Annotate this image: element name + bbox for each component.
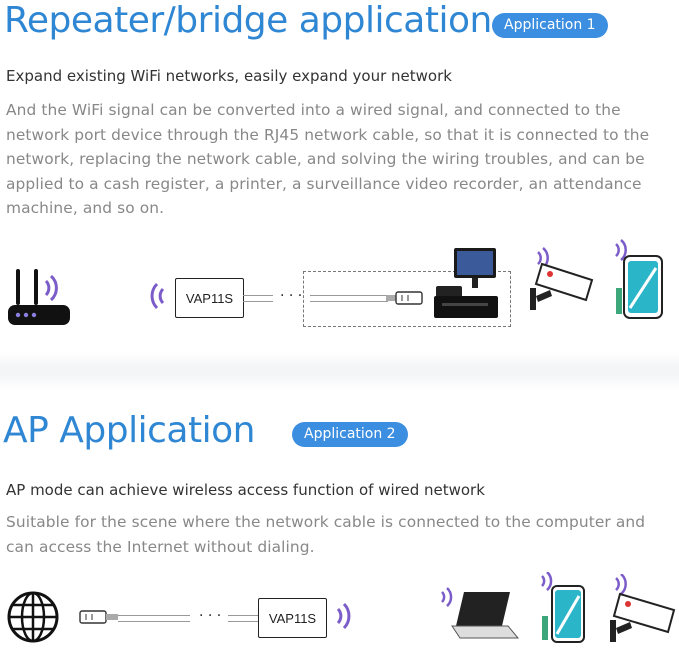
device-label-box: VAP11S xyxy=(175,278,244,318)
section1-subheading: Expand existing WiFi networks, easily ex… xyxy=(6,67,452,85)
section2-title: AP Application xyxy=(3,410,255,451)
device-label: VAP11S xyxy=(185,290,234,306)
cable-ellipsis: · · · xyxy=(280,288,303,304)
smartphone-icon xyxy=(541,572,585,643)
cable-line xyxy=(243,295,273,302)
smartphone-icon xyxy=(615,239,663,319)
wifi-signal-icon xyxy=(336,602,351,630)
cable-line xyxy=(118,615,190,622)
section-divider xyxy=(0,352,679,390)
ap-diagram: · · · VAP11S xyxy=(0,570,679,654)
router-icon xyxy=(8,269,70,325)
ethernet-plug-icon xyxy=(79,610,118,624)
repeater-diagram: VAP11S · · · xyxy=(0,238,679,334)
section2-subheading: AP mode can achieve wireless access func… xyxy=(6,481,485,499)
cable-ellipsis: · · · xyxy=(199,608,222,624)
security-camera-icon xyxy=(530,247,594,310)
cash-register-frame xyxy=(303,271,511,327)
cash-register-icon xyxy=(434,248,498,318)
section1-title: Repeater/bridge application xyxy=(4,0,492,41)
section1-badge: Application 1 xyxy=(492,13,608,38)
section2-badge: Application 2 xyxy=(292,422,408,447)
device-label-box: VAP11S xyxy=(258,598,327,638)
security-camera-icon xyxy=(610,574,676,642)
laptop-icon xyxy=(441,587,520,639)
cable-line xyxy=(310,295,388,302)
ethernet-plug-icon xyxy=(386,291,423,305)
section1-body-text: And the WiFi signal can be converted int… xyxy=(6,101,650,217)
wifi-signal-icon xyxy=(150,282,165,310)
cable-line xyxy=(228,615,258,622)
section2-body-text: Suitable for the scene where the network… xyxy=(6,513,646,556)
globe-icon xyxy=(7,591,59,643)
device-label: VAP11S xyxy=(268,610,317,626)
